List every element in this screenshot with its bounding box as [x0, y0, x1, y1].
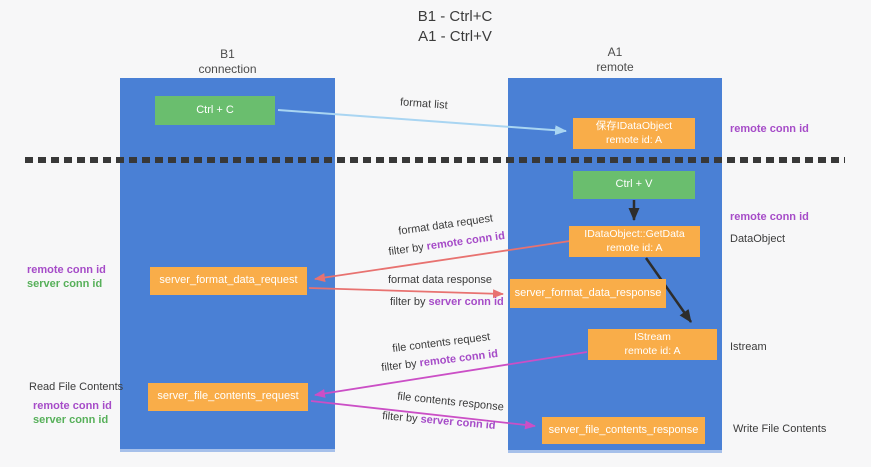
- node-server-file-contents-response: server_file_contents_response: [542, 417, 705, 444]
- lane-header-a1: A1 remote: [508, 45, 722, 75]
- side-label-istream: Istream: [730, 341, 767, 353]
- node-idataobject-getdata: IDataObject::GetData remote id: A: [569, 226, 700, 257]
- filter-by-text: filter by: [380, 357, 418, 375]
- edge-label-filter-server-2: filter by server conn id: [382, 410, 496, 432]
- side-label-remote-conn-id-mid-right: remote conn id: [730, 211, 809, 223]
- node-istream-line2: remote id: A: [624, 344, 681, 357]
- node-ctrl-v: Ctrl + V: [573, 171, 695, 199]
- lane-b1-subtitle: connection: [198, 62, 257, 76]
- node-format-response-label: server_format_data_response: [514, 286, 662, 299]
- node-file-request-label: server_file_contents_request: [157, 390, 299, 403]
- node-save-idataobject: 保存IDataObject remote id: A: [573, 118, 695, 149]
- side-label-server-conn-id-left-2: server conn id: [33, 414, 109, 426]
- filter-by-text: filter by: [387, 241, 425, 259]
- node-save-idataobject-line1: 保存IDataObject: [595, 120, 673, 132]
- filter-by-text: filter by: [381, 410, 419, 426]
- side-label-remote-conn-id-left-1: remote conn id: [27, 264, 106, 276]
- side-label-dataobject: DataObject: [730, 233, 786, 245]
- node-ctrl-v-label: Ctrl + V: [615, 178, 653, 191]
- side-label-read-file-contents: Read File Contents: [29, 381, 124, 393]
- edge-label-format-list: format list: [399, 96, 449, 112]
- node-save-idataobject-line2: remote id: A: [605, 133, 663, 146]
- edge-label-format-data-response: format data response: [388, 274, 492, 286]
- edge-label-file-contents-response: file contents response: [396, 390, 505, 414]
- title-line-1: B1 - Ctrl+C: [417, 8, 493, 25]
- lane-b1-title: B1: [220, 47, 235, 61]
- lane-a1-subtitle: remote: [596, 60, 634, 74]
- node-getdata-line1: IDataObject::GetData: [584, 228, 685, 240]
- lane-header-b1: B1 connection: [120, 47, 335, 77]
- server-conn-id-text: server conn id: [420, 413, 497, 432]
- node-server-file-contents-request: server_file_contents_request: [148, 383, 308, 411]
- lane-a1-title: A1: [607, 45, 623, 59]
- node-ctrl-c: Ctrl + C: [155, 96, 275, 125]
- node-format-request-label: server_format_data_request: [159, 274, 298, 287]
- side-label-remote-conn-id-top-right: remote conn id: [730, 123, 809, 135]
- node-ctrl-c-label: Ctrl + C: [196, 103, 234, 116]
- side-label-remote-conn-id-left-2: remote conn id: [33, 400, 112, 412]
- title-line-2: A1 - Ctrl+V: [418, 28, 492, 45]
- dashed-divider: [25, 157, 845, 163]
- node-istream-line1: IStream: [634, 331, 671, 343]
- node-istream: IStream remote id: A: [588, 329, 717, 360]
- remote-conn-id-text: remote conn id: [418, 347, 499, 370]
- arrow-format-data-response: [308, 287, 504, 299]
- node-server-format-data-response: server_format_data_response: [510, 279, 666, 308]
- node-server-format-data-request: server_format_data_request: [150, 267, 307, 295]
- filter-by-text: filter by: [390, 296, 426, 308]
- side-label-write-file-contents: Write File Contents: [733, 423, 827, 435]
- edge-label-filter-server-1: filter by server conn id: [390, 296, 504, 308]
- node-file-response-label: server_file_contents_response: [548, 423, 699, 436]
- diagram-title: B1 - Ctrl+C A1 - Ctrl+V: [350, 7, 560, 47]
- node-getdata-line2: remote id: A: [606, 241, 663, 254]
- remote-conn-id-text: remote conn id: [425, 229, 506, 253]
- server-conn-id-text: server conn id: [428, 296, 504, 308]
- side-label-server-conn-id-left-1: server conn id: [27, 278, 103, 290]
